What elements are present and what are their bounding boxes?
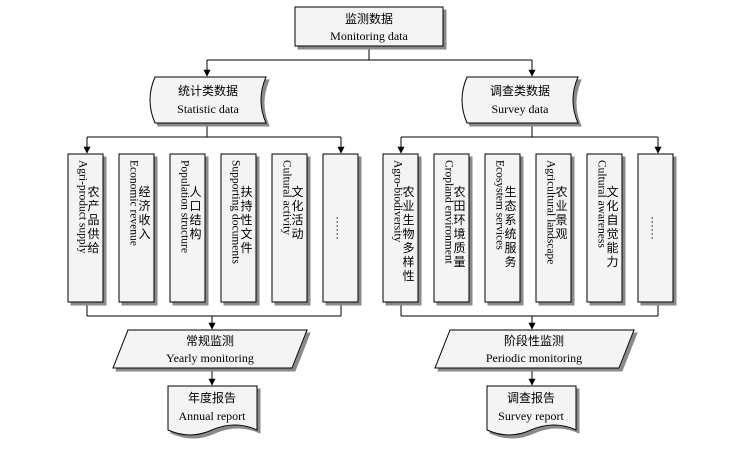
category-label-zh: 统计类数据 [178, 83, 238, 98]
item-label-zh: 农田环境质量 [453, 185, 465, 269]
item-label-en: Agri-product supply [77, 160, 89, 254]
item-box: …… [322, 153, 359, 303]
item-label-zh: 农业生物多样性 [402, 185, 414, 283]
item-label-en: Agricultural landscape [545, 160, 557, 264]
output-label-en: Survey report [498, 409, 564, 423]
category-node-statistic: 统计类数据 Statistic data [149, 76, 267, 124]
item-box-frame [169, 153, 206, 303]
item-label-zh: 扶持性文件 [240, 184, 252, 255]
item-label-en: Population structure [179, 160, 191, 253]
output-node-annual-report: 年度报告 Annual report [167, 385, 258, 436]
item-label-zh: 文化活动 [291, 184, 303, 241]
connectors [83, 46, 662, 386]
item-box-frame [220, 153, 257, 303]
item-label-en: Supporting documents [230, 160, 242, 264]
item-box-frame [118, 153, 155, 303]
item-box-frame [586, 153, 623, 303]
item-box-frame [322, 153, 359, 303]
item-label-en: Cropland environment [443, 160, 455, 265]
item-label-zh: 农业景观 [555, 185, 567, 241]
process-label-zh: 阶段性监测 [504, 333, 564, 348]
item-box-frame [535, 153, 572, 303]
process-node-yearly: 常规监测 Yearly monitoring [112, 329, 308, 369]
output-label-zh: 年度报告 [188, 390, 236, 405]
category-node-survey: 调查类数据 Survey data [461, 76, 579, 124]
item-label-zh: 生态系统服务 [504, 185, 516, 269]
item-label-ellipsis: …… [649, 216, 663, 240]
item-box-frame [433, 153, 470, 303]
output-label-zh: 调查报告 [507, 390, 555, 405]
item-label-en: Agro-biodiversity [392, 160, 404, 243]
item-box-frame [67, 153, 104, 303]
item-label-zh: 经济收入 [138, 185, 150, 241]
item-label-zh: 文化自觉能力 [606, 184, 618, 269]
item-box-frame [382, 153, 419, 303]
root-label-en: Monitoring data [330, 29, 408, 43]
item-box-frame [637, 153, 674, 303]
process-node-periodic: 阶段性监测 Periodic monitoring [434, 329, 635, 369]
root-node: 监测数据 Monitoring data [294, 6, 444, 47]
process-label-zh: 常规监测 [186, 333, 234, 348]
item-label-en: Cultural activity [281, 160, 293, 235]
item-label-en: Cultural awareness [596, 160, 608, 248]
item-box-frame [484, 153, 521, 303]
item-label-zh: 农产品供给 [87, 185, 99, 255]
output-node-survey-report: 调查报告 Survey report [486, 385, 577, 436]
item-label-en: Economic revenue [128, 160, 140, 246]
item-box-frame [271, 153, 308, 303]
category-label-en: Statistic data [177, 102, 239, 116]
output-label-en: Annual report [179, 409, 247, 423]
item-label-zh: 人口结构 [189, 185, 201, 241]
category-label-en: Survey data [492, 102, 550, 116]
process-label-en: Yearly monitoring [166, 351, 254, 365]
item-label-en: Ecosystem services [494, 160, 506, 250]
root-label-zh: 监测数据 [345, 11, 393, 26]
process-label-en: Periodic monitoring [486, 351, 582, 365]
item-box: …… [637, 153, 674, 303]
item-label-ellipsis: …… [334, 216, 348, 240]
category-label-zh: 调查类数据 [490, 83, 550, 98]
